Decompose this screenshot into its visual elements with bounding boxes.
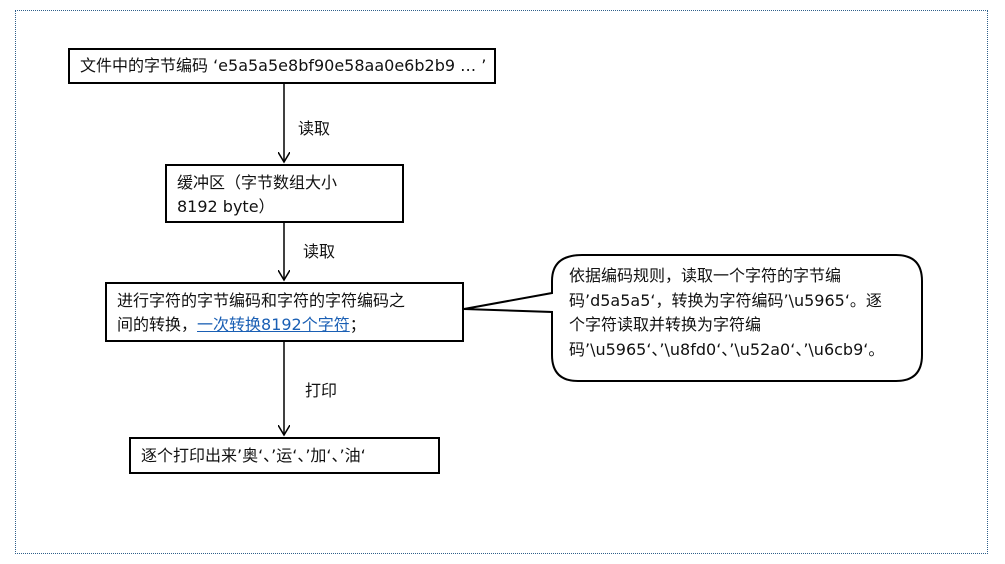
node-print: 逐个打印出来’奥‘、’运‘、’加‘、’油‘ <box>129 437 440 474</box>
node-print-text: 逐个打印出来’奥‘、’运‘、’加‘、’油‘ <box>141 446 366 465</box>
callout-line-3: 个字符读取并转换为字符编 <box>569 315 762 334</box>
node-file-bytes-text: 文件中的字节编码 ‘e5a5a5e8bf90e58aa0e6b2b9 … ’ <box>80 56 487 75</box>
diagram-frame <box>15 10 988 554</box>
node-convert: 进行字符的字节编码和字符的字符编码之 间的转换，一次转换8192个字符； <box>105 282 464 342</box>
edge-label-read-2: 读取 <box>303 242 336 261</box>
node-convert-line1: 进行字符的字节编码和字符的字符编码之 <box>117 291 406 310</box>
node-buffer-line1: 缓冲区（字节数组大小 <box>177 173 338 192</box>
callout-bubble <box>463 254 923 382</box>
node-buffer-line2: 8192 byte） <box>177 197 275 216</box>
callout-line-4: 码’\u5965‘、’\u8fd0‘、’\u52a0‘、’\u6cb9‘。 <box>569 339 885 359</box>
node-buffer: 缓冲区（字节数组大小 8192 byte） <box>165 164 404 223</box>
node-convert-line2: 间的转换，一次转换8192个字符； <box>117 313 452 337</box>
callout-line-2: 码’d5a5a5‘，转换为字符编码’\u5965‘。逐 <box>569 290 882 310</box>
node-file-bytes: 文件中的字节编码 ‘e5a5a5e8bf90e58aa0e6b2b9 … ’ <box>68 48 496 84</box>
node-convert-line2-prefix: 间的转换， <box>117 315 198 334</box>
node-convert-line2-suffix: ； <box>349 315 366 334</box>
callout-line-1: 依据编码规则，读取一个字符的字节编 <box>569 266 842 285</box>
convert-8192-link[interactable]: 一次转换8192个字符 <box>197 315 350 334</box>
edge-label-read-1: 读取 <box>298 119 331 138</box>
callout-text: 依据编码规则，读取一个字符的字节编 码’d5a5a5‘，转换为字符编码’\u59… <box>569 264 919 362</box>
edge-label-print: 打印 <box>305 381 338 400</box>
